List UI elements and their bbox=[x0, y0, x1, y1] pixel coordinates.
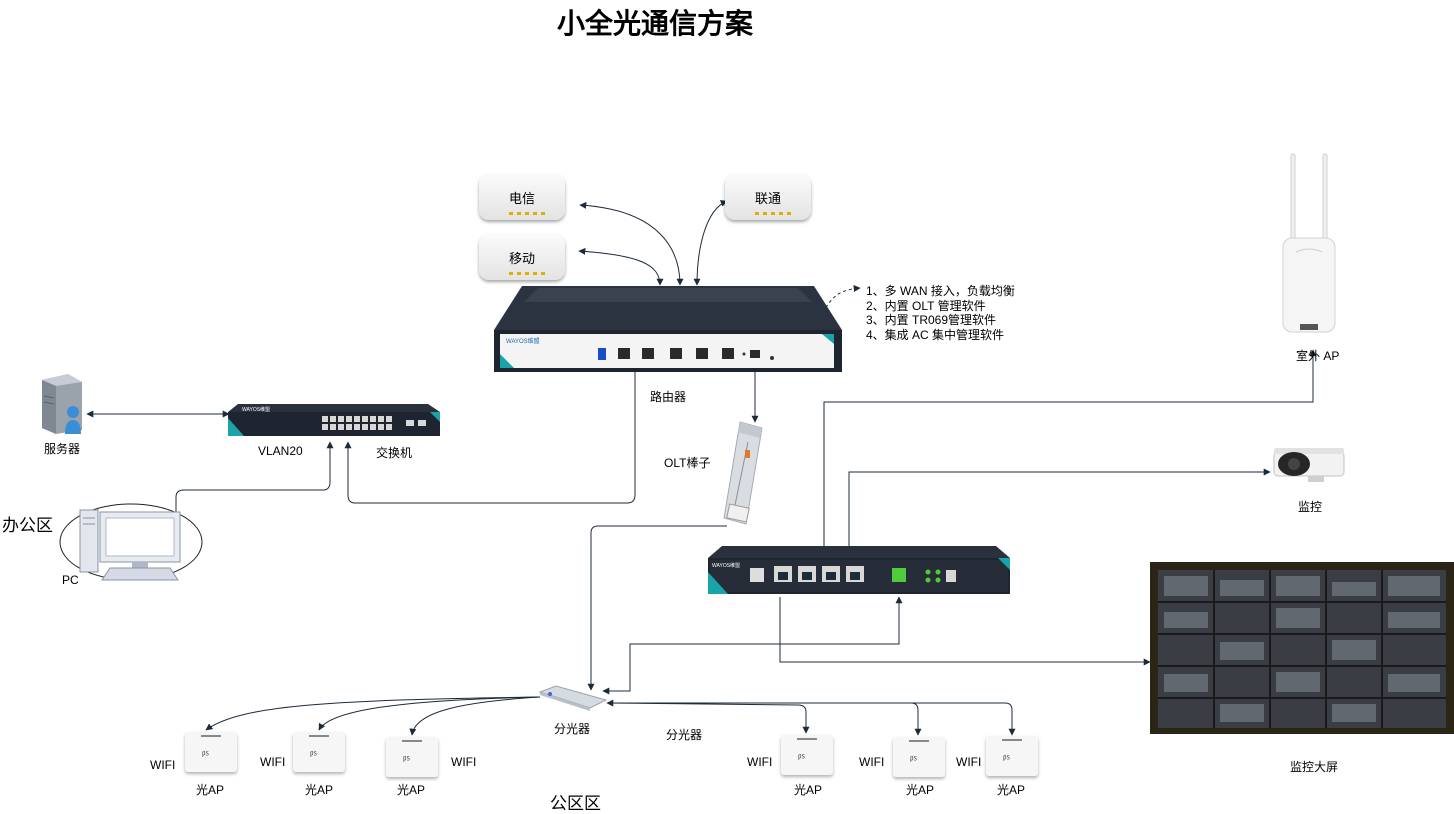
router-features: 1、多 WAN 接入，负载均衡 2、内置 OLT 管理软件 3、内置 TR069… bbox=[866, 284, 1015, 342]
router-label: 路由器 bbox=[650, 390, 687, 404]
link-router-switch bbox=[344, 370, 636, 504]
mobile-label: 移动 bbox=[508, 251, 535, 266]
ap-label: 光AP bbox=[906, 783, 935, 797]
server-label: 服务器 bbox=[44, 442, 81, 456]
server-device[interactable] bbox=[38, 372, 88, 436]
modem-ports bbox=[755, 212, 795, 215]
ap-brand-strip bbox=[909, 740, 929, 742]
feature-item: 2、内置 OLT 管理软件 bbox=[866, 298, 986, 313]
ap-wifi-label: WIFI bbox=[859, 755, 885, 769]
ap-logo: ㎰ bbox=[310, 750, 317, 757]
ap-brand-strip bbox=[201, 735, 221, 737]
link-telecom-router bbox=[579, 201, 684, 286]
telecom-modem[interactable]: 电信 bbox=[479, 174, 565, 220]
ap-logo: ㎰ bbox=[910, 755, 917, 762]
ap-wifi-label: WIFI bbox=[260, 755, 286, 769]
optical-ap-5[interactable]: ㎰ bbox=[893, 737, 945, 777]
ont-brand: WAYOS维盟 bbox=[712, 562, 740, 569]
ont-device[interactable]: WAYOS维盟 bbox=[706, 544, 1012, 596]
telecom-label: 电信 bbox=[508, 191, 535, 206]
switch-brand: WAYOS维盟 bbox=[242, 406, 270, 413]
link-mobile-router bbox=[578, 247, 664, 286]
ap-wifi-label: WIFI bbox=[747, 755, 773, 769]
feature-item: 4、集成 AC 集中管理软件 bbox=[866, 327, 1005, 342]
public-zone-label: 公区区 bbox=[550, 794, 601, 813]
unicom-modem[interactable]: 联通 bbox=[725, 174, 811, 220]
ap-label: 光AP bbox=[196, 783, 225, 797]
video-wall-device[interactable] bbox=[1150, 562, 1454, 734]
feature-item: 1、多 WAN 接入，负载均衡 bbox=[866, 284, 1015, 298]
ap-brand-strip bbox=[797, 738, 817, 740]
modem-ports bbox=[509, 212, 549, 215]
camera-label: 监控 bbox=[1298, 500, 1323, 514]
splitter-device[interactable] bbox=[536, 684, 608, 712]
optical-ap-2[interactable]: ㎰ bbox=[293, 732, 345, 772]
optical-ap-6[interactable]: ㎰ bbox=[986, 736, 1038, 776]
optical-ap-3[interactable]: ㎰ bbox=[386, 737, 438, 777]
link-splitter-ap5 bbox=[607, 702, 922, 736]
splitter-line-label: 分光器 bbox=[666, 728, 703, 742]
link-splitter-ont bbox=[602, 596, 903, 695]
outdoor-ap-device[interactable] bbox=[1280, 152, 1338, 334]
link-ont-camera bbox=[845, 468, 1271, 566]
switch-label: 交换机 bbox=[376, 446, 413, 460]
link-pc-switch bbox=[175, 441, 334, 512]
link-splitter-ap6 bbox=[607, 702, 1016, 736]
link-olt-splitter bbox=[587, 525, 727, 691]
link-ont-videowall bbox=[779, 597, 1151, 666]
splitter-label: 分光器 bbox=[554, 722, 591, 736]
modem-ports bbox=[509, 272, 549, 275]
router-brand: WAYOS维盟 bbox=[506, 337, 540, 345]
outdoor-ap-label: 室外 AP bbox=[1296, 349, 1340, 363]
page-title: 小全光通信方案 bbox=[556, 8, 753, 39]
mobile-modem[interactable]: 移动 bbox=[479, 234, 565, 280]
camera-device[interactable] bbox=[1272, 446, 1346, 484]
ap-logo: ㎰ bbox=[403, 755, 410, 762]
feature-item: 3、内置 TR069管理软件 bbox=[866, 313, 997, 327]
office-zone-pc[interactable] bbox=[58, 502, 206, 584]
ap-logo: ㎰ bbox=[1003, 754, 1010, 761]
link-splitter-ap4 bbox=[606, 699, 810, 734]
link-router-notes bbox=[819, 285, 861, 319]
router-device[interactable]: WAYOS维盟 bbox=[492, 282, 844, 374]
ap-brand-strip bbox=[1002, 739, 1022, 741]
optical-ap-1[interactable]: ㎰ bbox=[185, 732, 237, 772]
olt-stick-label: OLT棒子 bbox=[664, 456, 711, 470]
ap-label: 光AP bbox=[305, 783, 334, 797]
link-splitter-ap2 bbox=[318, 696, 541, 731]
switch-vlan-label: VLAN20 bbox=[258, 444, 303, 458]
link-unicom-router bbox=[693, 200, 728, 286]
ap-brand-strip bbox=[402, 740, 422, 742]
ap-wifi-label: WIFI bbox=[956, 755, 982, 769]
office-zone-label: 办公区 bbox=[2, 516, 53, 535]
optical-ap-4[interactable]: ㎰ bbox=[781, 735, 833, 775]
unicom-label: 联通 bbox=[754, 191, 781, 206]
ap-logo: ㎰ bbox=[202, 750, 209, 757]
pc-label: PC bbox=[62, 573, 79, 587]
ap-label: 光AP bbox=[794, 783, 823, 797]
link-ont-outdoor-ap bbox=[820, 349, 1317, 566]
ap-label: 光AP bbox=[997, 783, 1026, 797]
video-wall-label: 监控大屏 bbox=[1290, 760, 1339, 774]
olt-stick-device[interactable] bbox=[718, 420, 770, 528]
ap-logo: ㎰ bbox=[798, 753, 805, 760]
ap-wifi-label: WIFI bbox=[451, 755, 477, 769]
ap-label: 光AP bbox=[397, 783, 426, 797]
ap-brand-strip bbox=[309, 735, 329, 737]
ap-wifi-label: WIFI bbox=[150, 758, 176, 772]
switch-device[interactable]: WAYOS维盟 bbox=[226, 402, 442, 438]
link-splitter-ap3 bbox=[409, 696, 541, 736]
link-splitter-ap1 bbox=[205, 696, 541, 731]
